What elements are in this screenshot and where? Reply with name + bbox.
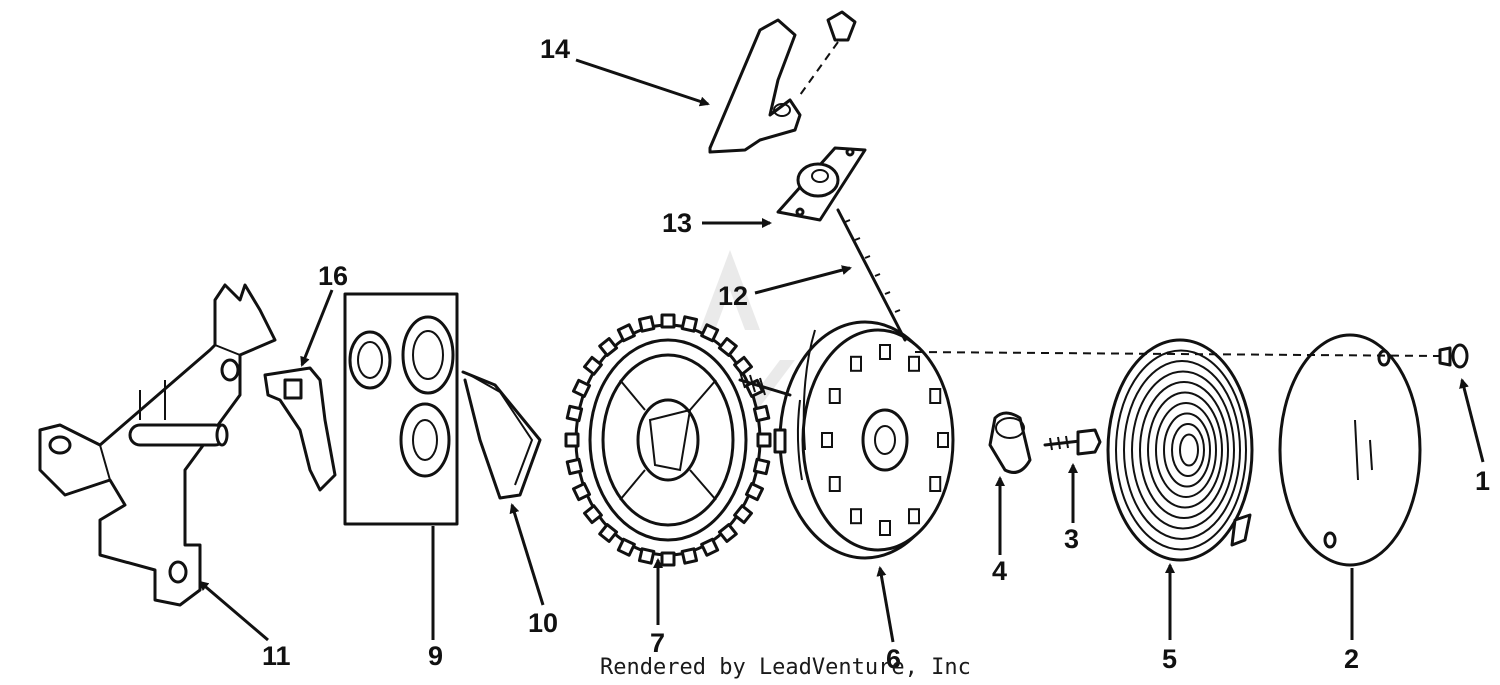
pulley-notch	[929, 476, 942, 492]
gear-tooth	[660, 551, 676, 567]
retainer-part	[988, 411, 1032, 474]
spring-coil	[1131, 370, 1235, 530]
callout-labels: 14 13 12 16 11 9 10 7 6 4 3 5 2 1	[262, 34, 1490, 674]
pulley-notch	[937, 432, 949, 448]
callout-5: 5	[1162, 644, 1177, 674]
spring-coil	[1179, 433, 1199, 467]
callout-4: 4	[992, 556, 1007, 586]
pulley-part	[738, 320, 955, 560]
lever-part	[263, 366, 337, 492]
bolt-part	[1043, 428, 1102, 456]
spring-coil	[1155, 402, 1217, 498]
gear-tooth	[571, 378, 592, 398]
pulley-notch	[850, 355, 862, 372]
gear-tooth	[752, 404, 771, 423]
handle-part	[708, 10, 857, 154]
rope-part	[836, 208, 907, 342]
callout-11: 11	[262, 641, 291, 671]
callout-10: 10	[528, 608, 558, 638]
callout-6: 6	[886, 644, 901, 674]
callout-1: 1	[1475, 466, 1490, 496]
callout-7: 7	[650, 628, 665, 658]
gear-tooth	[660, 313, 676, 329]
recoil-spring-part	[1106, 338, 1254, 562]
pulley-notch	[821, 432, 833, 448]
spring-clip-part	[461, 370, 542, 500]
gear-tooth	[598, 523, 619, 543]
starter-gear-part	[564, 313, 772, 567]
pulley-notch	[908, 355, 920, 372]
spring-coil	[1163, 412, 1211, 488]
pulley-notch	[850, 508, 862, 525]
callout-14: 14	[540, 34, 570, 64]
leader-arrows	[198, 58, 1485, 643]
parts-kit-box	[343, 292, 459, 526]
spring-coil	[1115, 349, 1247, 551]
gear-tooth	[583, 504, 603, 525]
arrow-1	[1459, 378, 1485, 463]
arrow-11	[198, 580, 269, 642]
spring-coil	[1139, 381, 1229, 519]
pulley-notch	[908, 508, 920, 525]
gear-tooth	[733, 355, 753, 376]
spring-coil	[1171, 423, 1205, 477]
gear-tooth	[717, 523, 738, 543]
pulley-notch	[828, 388, 841, 404]
gear-tooth	[752, 457, 771, 476]
callout-12: 12	[718, 281, 748, 311]
pulley-notch	[828, 476, 841, 492]
pulley-notch	[879, 344, 891, 360]
gear-tooth	[565, 404, 584, 423]
callout-3: 3	[1064, 524, 1079, 554]
gear-tooth	[564, 432, 580, 448]
spring-coil	[1123, 360, 1241, 540]
screw-part	[1438, 343, 1469, 369]
gear-tooth	[700, 537, 720, 557]
gear-tooth	[717, 337, 738, 357]
gear-tooth	[680, 315, 699, 333]
gear-tooth	[637, 315, 656, 333]
gear-tooth	[616, 323, 636, 343]
gear-tooth	[756, 432, 772, 448]
gear-tooth	[744, 482, 765, 502]
arrow-10	[509, 503, 545, 606]
gear-tooth	[700, 323, 720, 343]
arrow-12	[754, 265, 852, 295]
pulley-notch	[929, 388, 942, 404]
gear-tooth	[583, 355, 603, 376]
callout-13: 13	[662, 208, 692, 238]
cover-part	[1278, 333, 1422, 567]
spring-coil	[1147, 391, 1223, 509]
callout-9: 9	[428, 641, 443, 671]
callout-2: 2	[1344, 644, 1359, 674]
bracket-part	[38, 283, 277, 607]
rope-guide-plate-part	[776, 146, 867, 222]
gear-tooth	[637, 547, 656, 565]
pulley-notch	[879, 520, 891, 536]
gear-tooth	[733, 504, 753, 525]
render-credit: Rendered by LeadVenture, Inc	[600, 655, 971, 680]
assembly-axis-line	[914, 351, 1441, 357]
callout-16: 16	[318, 261, 348, 291]
gear-tooth	[616, 537, 636, 557]
gear-tooth	[571, 482, 592, 502]
arrow-6	[876, 566, 895, 643]
gear-tooth	[598, 337, 619, 357]
arrow-14	[575, 58, 710, 107]
gear-tooth	[565, 457, 584, 476]
arrow-16	[300, 289, 334, 367]
gear-tooth	[680, 547, 699, 565]
